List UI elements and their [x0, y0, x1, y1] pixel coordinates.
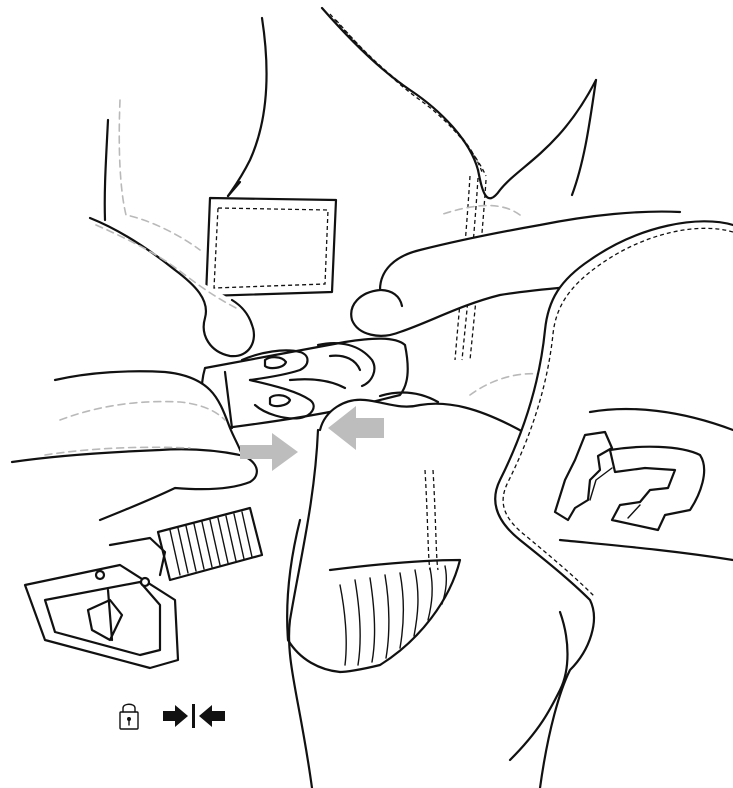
lower-left-hand — [10, 370, 258, 522]
strap-buckle-assembly — [23, 506, 264, 670]
padlock-closed-icon — [119, 703, 139, 730]
legend-icons — [119, 703, 225, 730]
right-side-panel — [494, 220, 733, 788]
buckle-body — [200, 337, 409, 432]
lower-leg-panel — [286, 428, 462, 788]
upper-left-hand — [88, 216, 256, 358]
press-arrow-left-icon — [240, 433, 298, 471]
belt-tongue — [204, 180, 338, 298]
upper-right-hand — [350, 204, 682, 337]
seat-back — [103, 6, 598, 361]
push-together-arrows-icon — [163, 704, 225, 728]
strap-ribbing — [169, 511, 253, 576]
press-arrow-right-icon — [328, 406, 384, 450]
press-arrows — [240, 406, 384, 471]
